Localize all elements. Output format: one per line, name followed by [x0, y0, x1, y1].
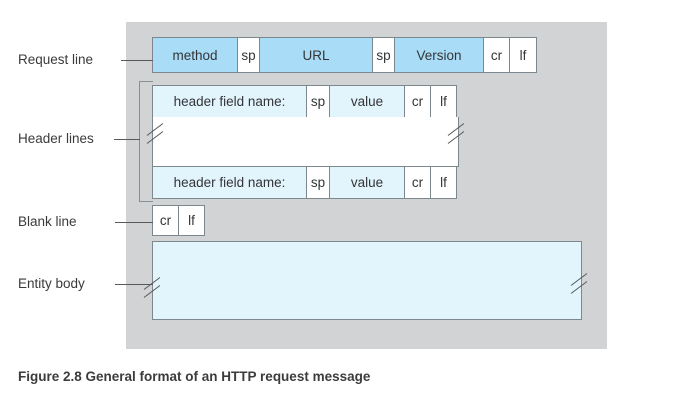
header-line-cell-headerfieldname-0: header field name:: [152, 85, 307, 118]
break-mark-icon-body-right: [570, 273, 593, 300]
header-line-cell-headerfieldname-0: header field name:: [152, 166, 307, 199]
label-header-lines: Header lines: [18, 131, 94, 146]
request-line-cell-version-4: Version: [394, 37, 484, 73]
request-line-cell-method-0: method: [152, 37, 238, 73]
label-entity-body: Entity body: [18, 276, 85, 291]
leader-line-entity-body: [115, 284, 153, 285]
header-line-cell-lf-4: lf: [430, 166, 457, 199]
header-lines-bracket: [139, 81, 153, 202]
leader-line-header-lines: [114, 139, 140, 140]
request-line-cell-sp-1: sp: [237, 37, 260, 73]
blank-line-cell-lf-1: lf: [178, 205, 205, 236]
header-line-cell-value-2: value: [329, 166, 405, 199]
blank-line-cell-cr-0: cr: [152, 205, 179, 236]
break-mark-icon-header-left: [146, 123, 169, 150]
header-line-cell-sp-1: sp: [306, 166, 330, 199]
header-gap-box: [152, 117, 459, 167]
label-request-line: Request line: [18, 52, 94, 67]
break-mark-icon-header-right: [447, 123, 470, 150]
header-line-cell-sp-1: sp: [306, 85, 330, 118]
leader-line-request-line: [121, 60, 153, 61]
header-line-cell-cr-3: cr: [404, 166, 431, 199]
header-line-cell-value-2: value: [329, 85, 405, 118]
label-blank-line: Blank line: [18, 214, 77, 229]
request-line-cell-cr-5: cr: [483, 37, 510, 73]
request-line-cell-url-2: URL: [259, 37, 373, 73]
entity-body-box: [152, 241, 582, 320]
figure-caption: Figure 2.8 General format of an HTTP req…: [18, 369, 371, 384]
leader-line-blank-line: [115, 222, 153, 223]
header-line-cell-cr-3: cr: [404, 85, 431, 118]
header-line-cell-lf-4: lf: [430, 85, 457, 118]
request-line-cell-sp-3: sp: [372, 37, 395, 73]
request-line-cell-lf-6: lf: [509, 37, 537, 73]
break-mark-icon-body-left: [143, 277, 166, 304]
